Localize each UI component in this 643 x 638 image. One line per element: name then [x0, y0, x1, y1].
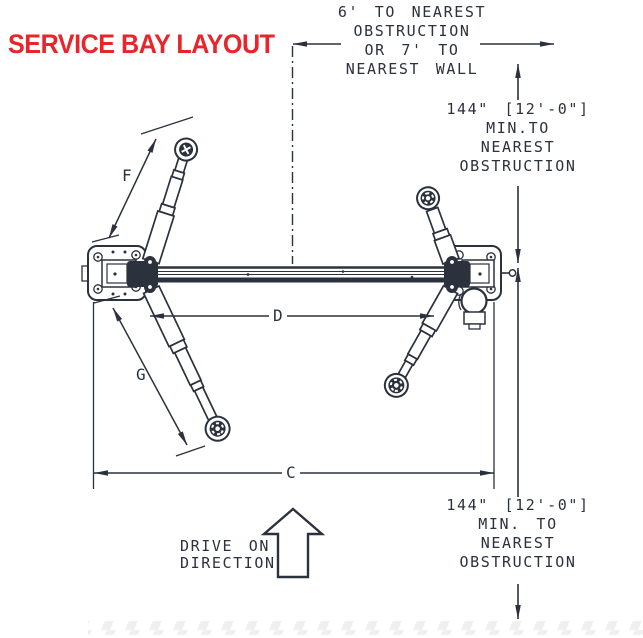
note-line: OBSTRUCTION	[459, 157, 577, 175]
front-right-arm	[416, 186, 461, 266]
rear-right-arm	[383, 284, 459, 398]
floor-hatch	[88, 621, 643, 635]
note-line: DIRECTION	[180, 554, 276, 572]
note-line: OBSTRUCTION	[353, 22, 471, 40]
note-line: 144" [12'-0"]	[446, 100, 590, 118]
dim-label-d: D	[269, 308, 287, 324]
note-line: NEAREST WALL	[345, 60, 479, 78]
right-bottom-clearance-note: 144" [12'-0"] MIN. TO NEAREST OBSTRUCTIO…	[438, 496, 598, 572]
drive-direction-note: DRIVE ON DIRECTION	[180, 538, 276, 572]
note-line: MIN.TO	[486, 119, 550, 137]
dim-label-c: C	[282, 465, 300, 481]
rear-left-arm-pad	[204, 415, 231, 442]
front-left-arm	[141, 137, 199, 265]
rear-arm-dimension	[93, 295, 206, 457]
note-line: NEAREST	[480, 138, 556, 156]
crossbeam	[146, 266, 450, 283]
note-line: 6' TO NEAREST	[337, 3, 487, 21]
front-right-arm-pad	[416, 186, 441, 211]
note-line: NEAREST	[480, 534, 556, 552]
note-line: OR 7' TO	[364, 41, 460, 59]
front-arm-dimension	[91, 116, 194, 243]
top-clearance-note: 6' TO NEAREST OBSTRUCTION OR 7' TO NEARE…	[322, 3, 502, 79]
note-line: MIN. TO	[478, 515, 558, 533]
note-line: OBSTRUCTION	[459, 553, 577, 571]
dim-label-f: F	[122, 166, 132, 185]
dim-label-g: G	[136, 365, 146, 384]
note-line: 144" [12'-0"]	[446, 496, 590, 514]
page-title: SERVICE BAY LAYOUT	[8, 29, 275, 59]
rear-left-arm	[142, 284, 231, 442]
rear-right-arm-pad	[383, 372, 409, 398]
right-arm-pivots	[444, 256, 470, 293]
note-line: DRIVE ON	[180, 537, 271, 555]
front-left-arm-pad	[174, 137, 199, 162]
power-unit	[458, 287, 488, 330]
left-arm-pivots	[127, 256, 158, 293]
up-arrow-icon	[260, 507, 326, 579]
right-top-clearance-note: 144" [12'-0"] MIN.TO NEAREST OBSTRUCTION	[438, 100, 598, 176]
